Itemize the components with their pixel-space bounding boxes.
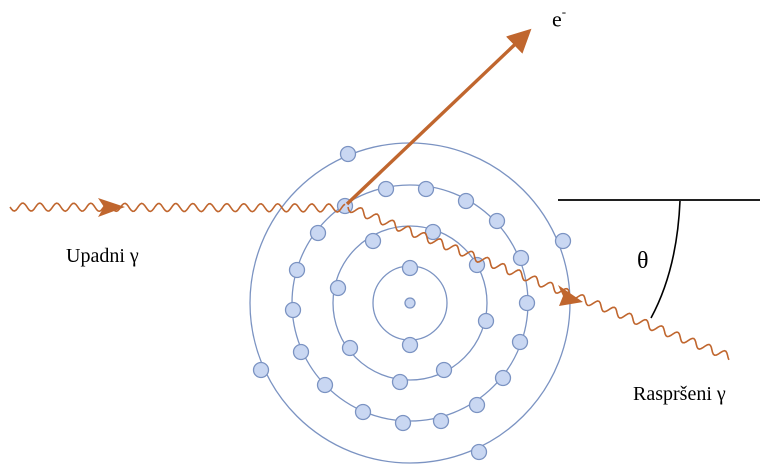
- orbital-electron: [288, 261, 306, 279]
- orbital-electron: [417, 180, 435, 198]
- orbital-electron: [401, 259, 419, 277]
- orbital-electron: [292, 343, 310, 361]
- orbital-electron: [316, 376, 334, 394]
- orbital-electron: [511, 333, 529, 351]
- orbital-electron: [309, 224, 327, 242]
- orbital-electron: [432, 412, 450, 430]
- incident-arrow-icon: [98, 198, 125, 217]
- orbital-electron: [554, 232, 572, 250]
- orbital-electron: [494, 369, 512, 387]
- electron-label: e-: [552, 4, 567, 32]
- electron-track-arrow: [345, 28, 532, 206]
- orbital-electron: [394, 414, 412, 432]
- orbital-electron: [284, 301, 302, 319]
- orbital-electron: [435, 361, 453, 379]
- orbit-2: [332, 225, 488, 381]
- orbital-electron: [401, 336, 419, 354]
- orbital-electron: [477, 312, 495, 330]
- orbital-electron: [339, 145, 357, 163]
- orbital-electron: [468, 396, 486, 414]
- scattered-photon-label: Raspršeni γ: [633, 383, 726, 405]
- orbital-electron: [354, 403, 372, 421]
- orbital-electron: [488, 212, 506, 230]
- scattered-arrow-icon: [558, 285, 583, 306]
- nucleus: [404, 297, 416, 309]
- incident-photon-wave: [9, 202, 346, 213]
- orbital-electron: [329, 279, 347, 297]
- angle-label: θ: [637, 248, 649, 274]
- orbital-electron: [364, 232, 382, 250]
- angle-arc: [650, 200, 681, 319]
- orbital-electron: [512, 249, 530, 267]
- scattered-photon-wave: [347, 206, 730, 361]
- orbital-electron: [518, 294, 536, 312]
- atom: [249, 142, 572, 464]
- incident-photon-label: Upadni γ: [66, 245, 139, 267]
- electron-charge: -: [561, 4, 567, 19]
- orbital-electron: [341, 339, 359, 357]
- orbital-electron: [424, 223, 442, 241]
- orbital-electron: [470, 443, 488, 461]
- electrons: [252, 145, 572, 461]
- orbital-electron: [377, 180, 395, 198]
- orbital-electron: [252, 361, 270, 379]
- orbital-electron: [457, 192, 475, 210]
- electron-symbol: e: [552, 6, 562, 32]
- orbital-electron: [391, 373, 409, 391]
